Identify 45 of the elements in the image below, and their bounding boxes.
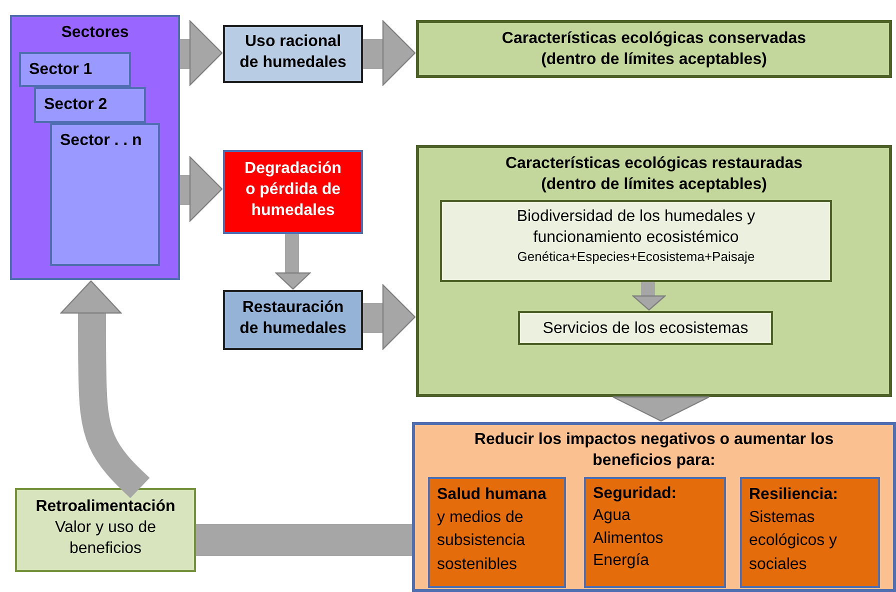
box-heading: Reducir los impactos negativos o aumentar los beneficios para:	[473, 430, 835, 471]
block-arrow	[275, 234, 311, 290]
box-heading: Características ecológicas conservadas (dentro de límites aceptables)	[500, 29, 808, 70]
box-text: Energía	[593, 551, 650, 572]
services-box	[518, 311, 773, 345]
feedback-box	[15, 488, 196, 572]
block-arrow	[180, 156, 223, 222]
outcome-panel	[416, 145, 892, 397]
biodiversity-box	[440, 200, 832, 282]
box-heading: Sector . . n	[60, 131, 143, 151]
benefit-box	[428, 477, 566, 588]
benefits-panel	[412, 422, 896, 592]
box-heading: Sector 2	[44, 95, 108, 115]
process-box	[223, 150, 363, 234]
sector-card	[50, 123, 160, 266]
box-text: Salud humana y medios de subsistencia sostenibles	[437, 485, 548, 575]
box-heading: Seguridad:	[593, 484, 678, 504]
benefit-box	[584, 477, 726, 588]
block-arrow	[612, 396, 710, 422]
block-arrow	[363, 20, 416, 86]
outcome-box	[416, 20, 892, 78]
box-heading: Características ecológicas restauradas (dentro de límites aceptables)	[504, 154, 804, 195]
process-box	[223, 290, 363, 350]
box-heading: Restauración de humedales	[239, 298, 347, 339]
box-text: Servicios de los ecosistemas	[542, 319, 750, 339]
box-heading: Uso racional de humedales	[239, 32, 347, 73]
benefit-box	[740, 477, 880, 588]
box-text: Valor y uso de beneficios	[54, 518, 158, 559]
sector-group-panel	[10, 15, 180, 280]
block-arrow	[632, 282, 666, 311]
box-text: Agua	[593, 506, 632, 526]
sector-card	[19, 52, 131, 87]
box-heading: Resiliencia:	[749, 485, 839, 505]
box-text: Sistemas ecológicos y sociales	[749, 508, 838, 575]
box-text: Alimentos	[593, 528, 664, 549]
box-heading: Sector 1	[29, 60, 94, 80]
box-heading: Retroalimentación	[34, 497, 176, 517]
sector-card	[34, 87, 146, 123]
box-text: Biodiversidad de los humedales y funcionamiento ecosistémico	[516, 207, 756, 248]
box-heading: Sectores	[60, 23, 130, 43]
process-box	[223, 25, 363, 83]
block-arrow	[363, 284, 416, 350]
box-heading: Degradación o pérdida de humedales	[244, 159, 342, 221]
box-text: Genética+Especies+Ecosistema+Paisaje	[516, 248, 756, 266]
block-arrow	[180, 20, 223, 86]
